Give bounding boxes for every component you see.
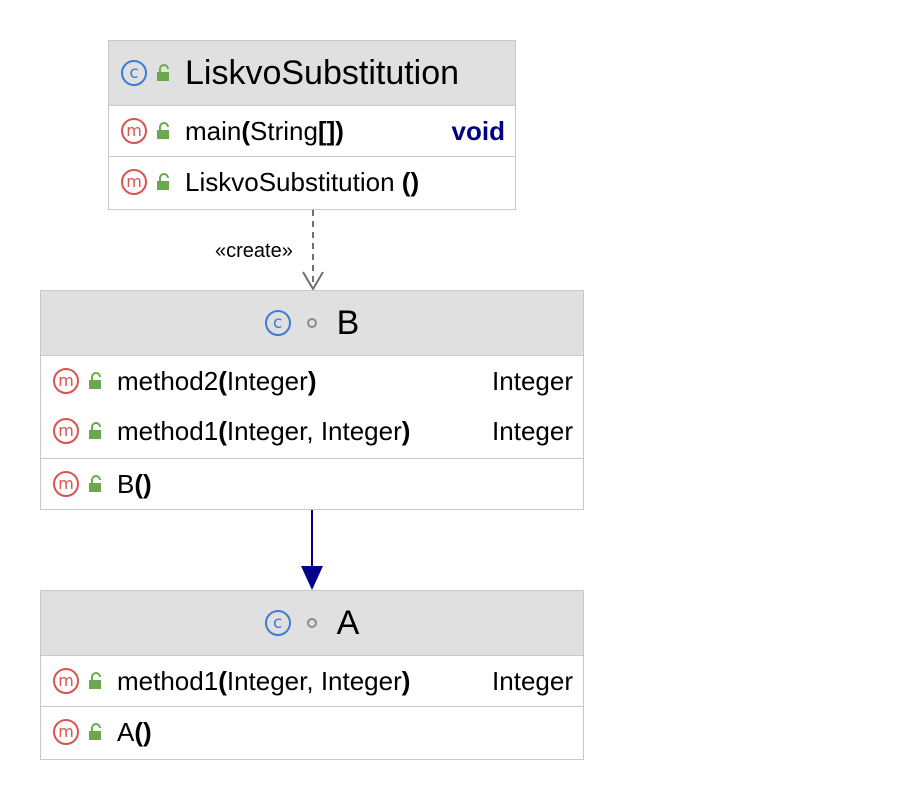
method-row[interactable]: m method1(Integer, Integer) Integer [41, 656, 583, 706]
method-name: method1 [117, 665, 219, 696]
public-lock-icon [157, 64, 169, 81]
method-params: String [250, 115, 318, 146]
class-a[interactable]: c A m method1(Integer, Integer) Integer … [40, 590, 584, 760]
methods-section: m method2(Integer) Integer m method1(Int… [41, 356, 583, 459]
return-type: Integer [492, 665, 573, 696]
method-params: Integer [226, 365, 308, 396]
class-name: LiskvoSubstitution [185, 54, 460, 92]
public-lock-icon [89, 723, 101, 740]
method-icon: m [121, 118, 147, 144]
constructor-row[interactable]: m A() [41, 707, 583, 757]
public-lock-icon [89, 372, 101, 389]
package-visibility-icon [306, 318, 317, 328]
constructor-signature: A() [117, 717, 573, 748]
create-label: «create» [215, 240, 293, 262]
constructor-row[interactable]: m B() [41, 459, 583, 509]
methods-section: m main(String[]) void [109, 106, 515, 157]
paren-close: ) [401, 415, 411, 446]
package-visibility-icon [306, 618, 317, 628]
class-name: A [336, 604, 360, 642]
constructor-name: LiskvoSubstitution [185, 166, 402, 197]
method-signature: method1(Integer, Integer) [117, 416, 484, 447]
public-lock-icon [89, 475, 101, 492]
method-signature: main(String[]) [185, 116, 444, 147]
constructors-section: m A() [41, 707, 583, 757]
method-row[interactable]: m main(String[]) void [109, 106, 515, 156]
constructor-name: B [117, 468, 135, 499]
return-type: Integer [492, 415, 573, 446]
method-icon: m [53, 471, 79, 497]
class-icon: c [264, 610, 291, 636]
method-params: Integer, Integer [226, 415, 402, 446]
method-name: method1 [117, 415, 219, 446]
paren-open: ( [218, 415, 227, 446]
methods-section: m method1(Integer, Integer) Integer [41, 656, 583, 707]
method-name: main [185, 115, 242, 146]
inheritance-arrowhead [301, 566, 323, 590]
constructor-parens: () [401, 166, 420, 197]
method-name: method2 [117, 365, 219, 396]
paren-open: ( [218, 665, 227, 696]
method-row[interactable]: m method1(Integer, Integer) Integer [41, 406, 583, 456]
paren-open: ( [241, 115, 251, 146]
class-name: B [336, 304, 360, 342]
method-icon: m [53, 368, 79, 394]
constructor-parens: () [134, 468, 152, 499]
class-header: c A [41, 591, 583, 656]
public-lock-icon [89, 422, 101, 439]
create-dependency-arrowhead [302, 271, 324, 291]
method-row[interactable]: m method2(Integer) Integer [41, 356, 583, 406]
public-lock-icon [89, 672, 101, 689]
method-icon: m [121, 169, 147, 195]
constructor-parens: () [134, 716, 152, 747]
method-params: Integer, Integer [226, 665, 402, 696]
public-lock-icon [157, 173, 169, 190]
constructor-row[interactable]: m LiskvoSubstitution () [109, 157, 515, 207]
class-header: c B [41, 291, 583, 356]
method-signature: method1(Integer, Integer) [117, 666, 484, 697]
paren-close: ) [401, 665, 411, 696]
paren-open: ( [218, 365, 227, 396]
paren-close: []) [317, 115, 344, 146]
class-icon: c [264, 310, 291, 336]
class-icon: c [121, 60, 147, 86]
method-signature: method2(Integer) [117, 366, 484, 397]
class-b[interactable]: c B m method2(Integer) Integer m method1… [40, 290, 584, 510]
method-icon: m [53, 668, 79, 694]
return-type: Integer [492, 365, 573, 396]
constructor-signature: B() [117, 469, 573, 500]
method-icon: m [53, 418, 79, 444]
method-icon: m [53, 719, 79, 745]
constructors-section: m B() [41, 459, 583, 509]
constructors-section: m LiskvoSubstitution () [109, 157, 515, 207]
public-lock-icon [157, 122, 169, 139]
return-type: void [451, 115, 505, 146]
constructor-name: A [117, 716, 135, 747]
class-liskvosubstitution[interactable]: c LiskvoSubstitution m main(String[]) vo… [108, 40, 516, 210]
constructor-signature: LiskvoSubstitution () [185, 167, 505, 198]
paren-close: ) [307, 365, 317, 396]
class-header: c LiskvoSubstitution [109, 41, 515, 106]
